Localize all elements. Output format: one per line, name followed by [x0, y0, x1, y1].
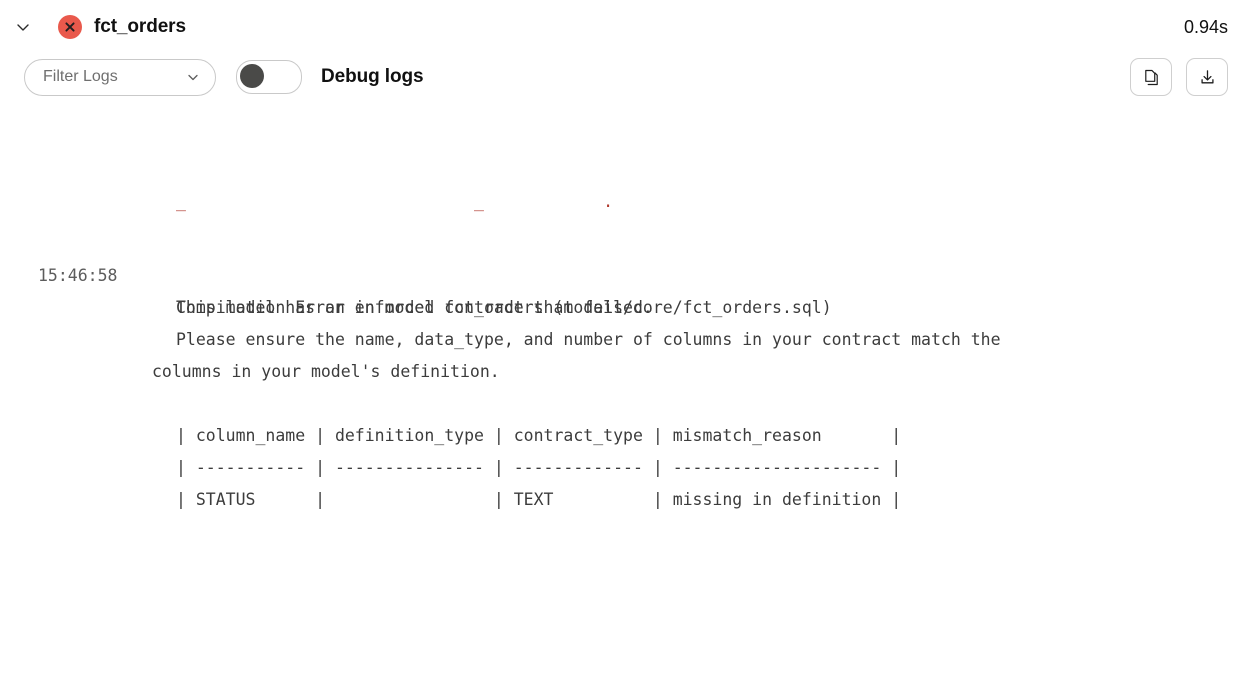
debug-logs-toggle[interactable] [236, 60, 302, 94]
log-line: 15:46:58 Compilation Error in model fct_… [0, 228, 1250, 317]
log-message: Please ensure the name, data_type, and n… [176, 330, 1001, 349]
log-timestamp: 15:46:58 [38, 266, 118, 285]
log-table-separator-row: | ----------- | --------------- | ------… [0, 420, 1250, 477]
log-line-wrapped: columns in your model's definition. [0, 324, 1250, 381]
log-line: This model has an enforced contract that… [0, 260, 1250, 317]
elapsed-time: 0.94s [1183, 16, 1228, 37]
log-table-header-row: | column_name | definition_type | contra… [0, 388, 1250, 445]
log-message: This model has an enforced contract that… [176, 298, 653, 317]
filter-logs-label: Filter Logs [43, 68, 118, 85]
chevron-down-icon [14, 18, 32, 36]
run-header: fct_orders 0.94s [0, 0, 1250, 54]
toggle-knob [240, 64, 264, 88]
copy-icon [1142, 68, 1161, 87]
table-row-text: | STATUS | | TEXT | missing in definitio… [176, 490, 902, 509]
download-logs-button[interactable] [1186, 58, 1228, 96]
status-badge [58, 15, 82, 39]
clipped-log-fragment: _ _ . [0, 204, 1250, 218]
log-message: Compilation Error in model fct_orders (m… [176, 298, 832, 317]
filter-logs-select[interactable]: Filter Logs [24, 58, 216, 96]
chevron-down-icon [185, 69, 201, 85]
log-toolbar: Filter Logs Debug logs [0, 54, 1250, 100]
copy-logs-button[interactable] [1130, 58, 1172, 96]
debug-logs-label: Debug logs [321, 66, 424, 87]
log-line: Please ensure the name, data_type, and n… [0, 292, 1250, 349]
model-name: fct_orders [94, 16, 186, 37]
collapse-toggle-button[interactable] [8, 12, 38, 42]
log-message: columns in your model's definition. [152, 362, 500, 381]
log-output[interactable]: _ _ . 15:46:58 Compilation Error in mode… [0, 100, 1250, 676]
download-icon [1198, 68, 1217, 87]
log-table-row: | STATUS | | TEXT | missing in definitio… [0, 452, 1250, 509]
error-circle-x-icon [63, 20, 77, 34]
